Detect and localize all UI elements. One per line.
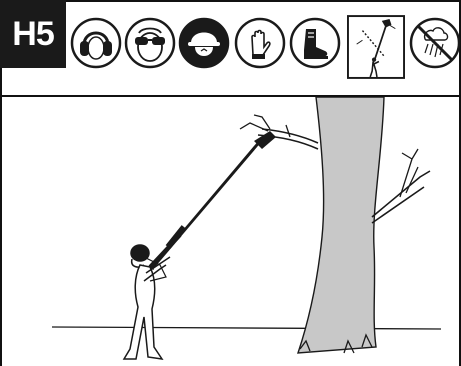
overhead-pruning-icon [347,14,407,80]
section-label: H5 [0,0,66,68]
hard-hat-icon [178,17,230,69]
panel-top-border [0,0,461,2]
eye-protection-icon [124,17,176,69]
tree-branch-right [372,171,430,223]
pruning-illustration [0,97,461,366]
safety-boots-icon [289,17,341,69]
protective-gloves-icon [234,17,286,69]
no-rain-icon [409,17,461,69]
ground-line [52,327,441,329]
tree-trunk [298,97,384,353]
hearing-protection-icon [70,17,122,69]
operator-figure [124,245,170,359]
